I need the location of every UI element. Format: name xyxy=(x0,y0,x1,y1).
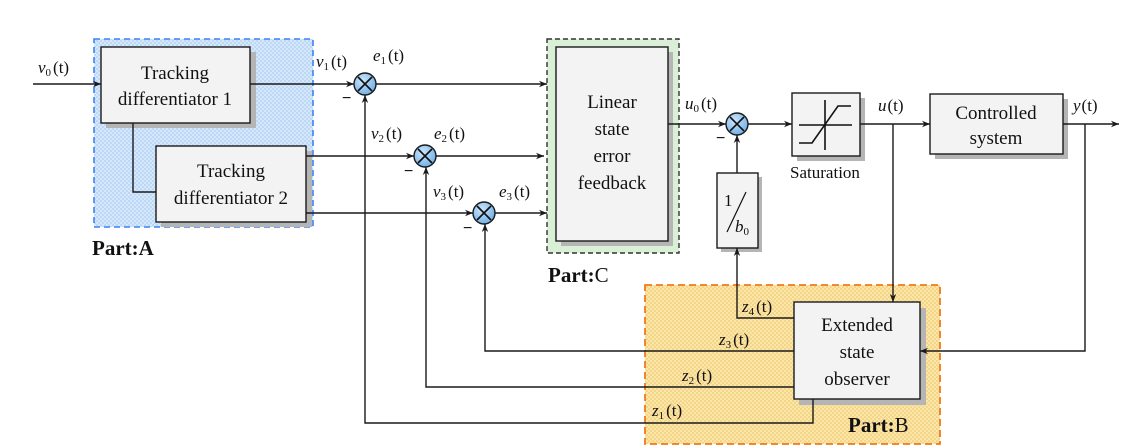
z1-label: z1(t) xyxy=(651,401,682,422)
z3-label: z3(t) xyxy=(718,330,749,351)
part-c-label: Part:C xyxy=(548,263,609,287)
eso-label-line2: state xyxy=(840,342,875,363)
y-label: y(t) xyxy=(1071,96,1098,115)
signal-wires xyxy=(33,80,1119,424)
td2-label-line1: Tracking xyxy=(197,161,265,182)
v3-label: v3(t) xyxy=(433,182,464,203)
summing-junction-1: − xyxy=(342,72,377,107)
cross-icon xyxy=(476,205,492,221)
lsef-label-line2: state xyxy=(595,119,630,140)
cross-icon xyxy=(417,148,433,164)
tracking-differentiator-2-block: Tracking differentiator 2 xyxy=(155,145,312,227)
saturation-label: Saturation xyxy=(790,163,860,182)
controlled-system-block: Controlled system xyxy=(929,93,1068,159)
summing-junction-4: − xyxy=(716,112,749,147)
summing-junction-3: − xyxy=(463,201,496,237)
eso-label-line1: Extended xyxy=(821,315,893,336)
e3-label: e3(t) xyxy=(499,182,530,203)
fraction-slash xyxy=(726,191,747,233)
td2-label-line2: differentiator 2 xyxy=(174,188,288,209)
z4-wire xyxy=(733,248,794,319)
z3-wire xyxy=(481,224,794,352)
lsef-label-line4: feedback xyxy=(578,173,647,194)
minus-sign: − xyxy=(716,130,725,147)
lsef-label-line3: error xyxy=(594,146,632,167)
linear-state-error-feedback-block: Linear state error feedback xyxy=(555,46,673,246)
td1-label-line1: Tracking xyxy=(141,63,209,84)
signal-labels: v0(t) v1(t) e1(t) v2(t) e2(t) v3(t) e3(t… xyxy=(38,46,1098,422)
td1-label-line2: differentiator 1 xyxy=(118,89,232,110)
y-to-eso-wire xyxy=(920,124,1086,355)
tracking-differentiator-1-block: Tracking differentiator 1 xyxy=(100,46,256,128)
v2-label: v2(t) xyxy=(371,124,402,145)
gain-denominator: b0 xyxy=(735,217,750,238)
z1-wire xyxy=(361,95,814,424)
eso-label-line3: observer xyxy=(824,369,890,390)
e2-label: e2(t) xyxy=(434,124,465,145)
plant-label-line1: Controlled xyxy=(955,103,1037,124)
z2-label: z2(t) xyxy=(681,366,712,387)
u0-label: u0(t) xyxy=(685,94,717,115)
saturation-block: Saturation xyxy=(790,92,865,182)
z2-wire xyxy=(422,167,794,388)
summing-junction-2: − xyxy=(404,144,437,180)
extended-state-observer-block: Extended state observer xyxy=(793,301,926,405)
minus-sign: − xyxy=(342,90,351,107)
e1-label: e1(t) xyxy=(373,46,404,67)
part-b-label: Part:B xyxy=(848,413,909,437)
cross-icon xyxy=(729,116,745,132)
minus-sign: − xyxy=(463,220,472,237)
cross-icon xyxy=(357,76,373,92)
gain-numerator: 1 xyxy=(724,191,733,210)
v0-label: v0(t) xyxy=(38,58,69,79)
td1-to-td2-wire xyxy=(132,123,156,193)
minus-sign: − xyxy=(404,163,413,180)
v1-label: v1(t) xyxy=(316,52,347,73)
plant-label-line2: system xyxy=(970,128,1023,149)
inverse-b0-gain-block: 1 b0 xyxy=(716,172,762,252)
u-label: u(t) xyxy=(878,96,904,115)
z4-label: z4(t) xyxy=(741,297,772,318)
part-a-label: Part:A xyxy=(92,236,155,260)
lsef-label-line1: Linear xyxy=(587,92,637,113)
saturation-icon xyxy=(799,100,852,150)
